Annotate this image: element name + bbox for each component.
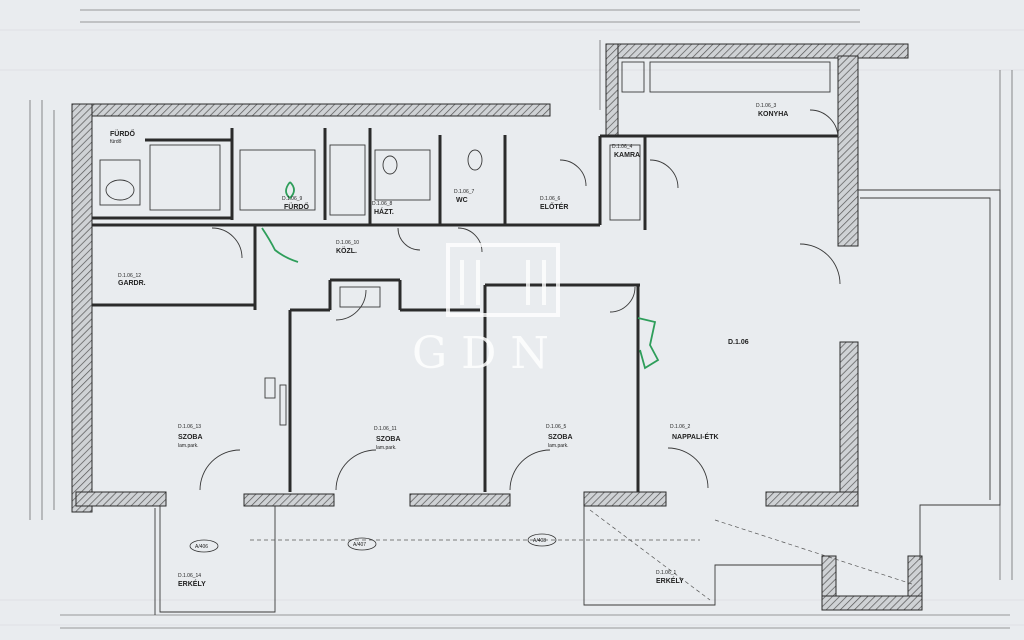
tag-b: A/407	[353, 542, 366, 548]
room-gardr-code: D.1.06_12	[118, 273, 141, 279]
tag-a: A/406	[195, 544, 208, 550]
watermark: GDN	[412, 243, 563, 379]
room-szoba2-code: D.1.06_11	[374, 426, 397, 432]
green-annotations	[261, 181, 660, 370]
room-furdo1-sub: fürdő	[110, 139, 122, 145]
exterior-walls	[71, 43, 923, 611]
room-erkely1-code: D.1.06_14	[178, 573, 201, 579]
room-szoba1-code: D.1.06_13	[178, 424, 201, 430]
room-szoba3-code: D.1.06_5	[546, 424, 567, 430]
balcony-guides	[250, 509, 916, 601]
room-nappali-code: D.1.06_2	[670, 424, 691, 430]
room-eloter-code: D.1.06_6	[540, 196, 561, 202]
room-erkely2-code: D.1.06_1	[656, 570, 677, 576]
room-konyha-name: KONYHA	[758, 111, 788, 118]
interior-walls	[92, 128, 838, 492]
room-kamra-code: D.1.06_4	[612, 144, 633, 150]
room-szoba1-name: SZOBA	[178, 434, 203, 441]
room-wc-name: WC	[456, 197, 468, 204]
elevation-tags: A/406 A/407 A/408	[189, 533, 557, 553]
room-eloter-name: ELŐTÉR	[540, 202, 568, 211]
room-konyha-code: D.1.06_3	[756, 103, 777, 109]
room-kozl-name: KÖZL.	[336, 246, 357, 255]
room-erkely2-name: ERKÉLY	[656, 576, 684, 585]
room-szoba3-sub: lam.park.	[548, 443, 569, 449]
room-kamra-name: KAMRA	[614, 152, 640, 159]
room-szoba2-sub: lam.park.	[376, 445, 397, 451]
room-furdo1-name: FÜRDŐ	[110, 129, 135, 138]
room-labels: FÜRDŐ fürdő D.1.06_9 FÜRDŐ D.1.06_8 HÁZT…	[110, 103, 788, 588]
room-kozl-code: D.1.06_10	[336, 240, 359, 246]
room-furdo2-code: D.1.06_9	[282, 196, 303, 202]
room-szoba2-name: SZOBA	[376, 436, 401, 443]
room-szoba1-sub: lam.park.	[178, 443, 199, 449]
watermark-text: GDN	[412, 328, 563, 379]
unit-code: D.1.06	[728, 339, 749, 346]
room-wc-code: D.1.06_7	[454, 189, 475, 195]
fixtures	[99, 61, 1001, 615]
dimension-lines	[29, 9, 1013, 629]
room-hazt-code: D.1.06_8	[372, 201, 393, 207]
room-furdo2-name: FÜRDŐ	[284, 202, 309, 211]
room-gardr-name: GARDR.	[118, 280, 146, 287]
room-nappali-name: NAPPALI-ÉTK	[672, 432, 719, 441]
room-szoba3-name: SZOBA	[548, 434, 573, 441]
tag-c: A/408	[533, 538, 546, 544]
room-erkely1-name: ERKÉLY	[178, 579, 206, 588]
room-hazt-name: HÁZT.	[374, 207, 394, 216]
